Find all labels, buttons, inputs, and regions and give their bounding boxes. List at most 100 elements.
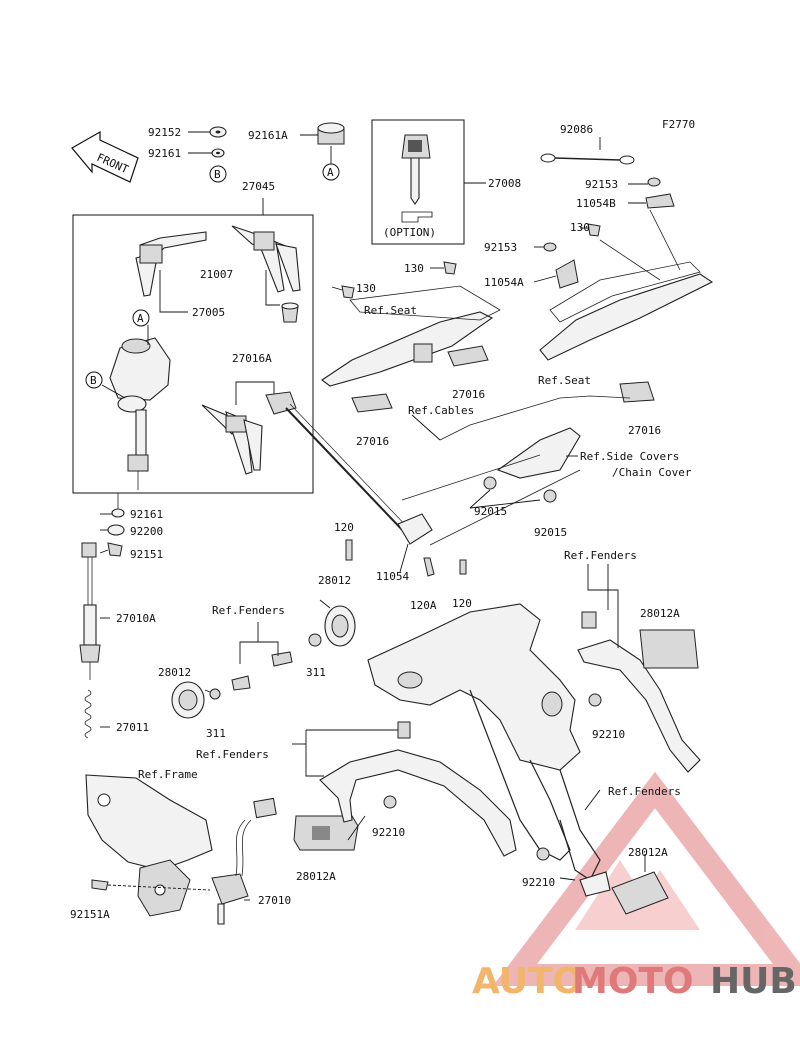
- label-28012-top: 28012: [318, 574, 351, 587]
- reflector-28012a-bottom-icon: [579, 871, 669, 915]
- label-11054b: 11054B: [576, 197, 616, 210]
- label-ref-fenders-bottom-right: Ref.Fenders: [608, 785, 681, 798]
- fender-bolts-icon: [231, 651, 293, 691]
- label-92210-bottom: 92210: [522, 876, 555, 889]
- label-28012a-mid: 28012A: [296, 870, 336, 883]
- bracket-27016-center-icon: [447, 345, 489, 367]
- ref-b-mid: B: [90, 374, 97, 387]
- label-130-right: 130: [570, 221, 590, 234]
- reflector-28012-left-icon: [171, 681, 205, 719]
- watermark-hub: HUB: [710, 961, 797, 1002]
- label-28012a-bottom-right: 28012A: [628, 846, 668, 859]
- screw-92151a-icon: [91, 879, 109, 891]
- nut-92210-icon: [383, 693, 602, 861]
- reflector-28012a-right-icon: [639, 629, 699, 669]
- label-92161-low: 92161: [130, 508, 163, 521]
- fender-stay-right-icon: [577, 639, 701, 773]
- label-92153-top: 92153: [585, 178, 618, 191]
- bolt-92153-top-icon: [647, 177, 661, 187]
- label-92151: 92151: [130, 548, 163, 561]
- label-130-center: 130: [404, 262, 424, 275]
- screw-120-icon: [345, 539, 467, 577]
- ignition-switch-icon: [109, 337, 171, 490]
- part-labels: F2770 92152 92161 92161A 27045 27008 (OP…: [70, 118, 695, 921]
- ref-a-top: A: [327, 166, 334, 179]
- bolt-92153-mid-icon: [543, 242, 557, 252]
- label-ref-chain-cover: /Chain Cover: [612, 466, 692, 479]
- reflector-28012a-mid-icon: [293, 815, 359, 851]
- label-27010: 27010: [258, 894, 291, 907]
- ref-a-mid: A: [137, 312, 144, 325]
- cap-92161a-icon: [317, 122, 345, 145]
- ref-b-top-circle: [209, 165, 227, 183]
- bolt-130-center-icon: [443, 261, 457, 275]
- side-cover-bracket-icon: [496, 427, 581, 479]
- switch-27010-icon: [211, 797, 277, 925]
- ignition-set-box: [72, 214, 314, 494]
- screw-92151-icon: [107, 542, 123, 557]
- label-92151a: 92151A: [70, 908, 110, 921]
- collar-92015-icon: [483, 476, 557, 503]
- label-28012-left: 28012: [158, 666, 191, 679]
- seat-bracket-left-icon: [321, 285, 501, 387]
- grommet-21007-icon: [281, 302, 299, 323]
- washer-92152-icon: [209, 126, 227, 138]
- switch-27010a-icon: [79, 542, 101, 680]
- clip-11054a-icon: [555, 259, 579, 289]
- label-ref-side-covers: Ref.Side Covers: [580, 450, 679, 463]
- label-120a: 120A: [410, 599, 437, 612]
- washer-92161-icon: [211, 148, 225, 158]
- ref-a-mid-circle: [132, 309, 150, 327]
- label-ref-fenders-left: Ref.Fenders: [212, 604, 285, 617]
- label-27016a: 27016A: [232, 352, 272, 365]
- frame-bracket-icon: [85, 774, 213, 917]
- label-92152: 92152: [148, 126, 181, 139]
- label-27016-right: 27016: [628, 424, 661, 437]
- label-11054a: 11054A: [484, 276, 524, 289]
- label-ref-cables: Ref.Cables: [408, 404, 474, 417]
- label-92015-left: 92015: [474, 505, 507, 518]
- bolt-130-right-icon: [587, 223, 601, 237]
- label-120-right: 120: [452, 597, 472, 610]
- label-ref-seat-left: Ref.Seat: [364, 304, 417, 317]
- seat-bracket-right-icon: [539, 261, 714, 361]
- label-92210-mid: 92210: [372, 826, 405, 839]
- front-arrow-icon: FRONT: [71, 130, 139, 183]
- watermark-logo: AUTO MOTO HUB: [472, 961, 797, 1002]
- label-27011: 27011: [116, 721, 149, 734]
- nut-311-icon: [209, 633, 322, 700]
- ref-b-top: B: [214, 168, 221, 181]
- label-92161a: 92161A: [248, 129, 288, 142]
- rear-fender-frame-icon: [367, 603, 601, 881]
- label-27045: 27045: [242, 180, 275, 193]
- label-120-left: 120: [334, 521, 354, 534]
- label-92161-top: 92161: [148, 147, 181, 160]
- washer-92161-low-icon: [111, 508, 125, 518]
- clip-11054b-icon: [645, 193, 675, 209]
- label-130-left: 130: [356, 282, 376, 295]
- bracket-27016-left-icon: [351, 393, 393, 413]
- helmet-lock-icon: [265, 391, 433, 545]
- washer-92200-icon: [107, 524, 125, 536]
- keys-27005-icon: [135, 231, 207, 297]
- label-92153-mid: 92153: [484, 241, 517, 254]
- keys-21007-icon: [231, 225, 301, 293]
- spring-27011-icon: [84, 689, 92, 739]
- ref-b-mid-circle: [85, 371, 103, 389]
- leader-lines: [99, 131, 648, 901]
- keys-27016a-icon: [201, 404, 263, 475]
- label-27016-left: 27016: [356, 435, 389, 448]
- label-27008: 27008: [488, 177, 521, 190]
- fender-stay-left-icon: [319, 749, 517, 857]
- label-311-left: 311: [206, 727, 226, 740]
- label-92015-right: 92015: [534, 526, 567, 539]
- label-11054: 11054: [376, 570, 409, 583]
- label-ref-fenders-mid: Ref.Fenders: [196, 748, 269, 761]
- option-label: (OPTION): [383, 226, 436, 239]
- option-key-icon: [401, 134, 433, 223]
- label-92200: 92200: [130, 525, 163, 538]
- label-ref-frame: Ref.Frame: [138, 768, 198, 781]
- label-21007: 21007: [200, 268, 233, 281]
